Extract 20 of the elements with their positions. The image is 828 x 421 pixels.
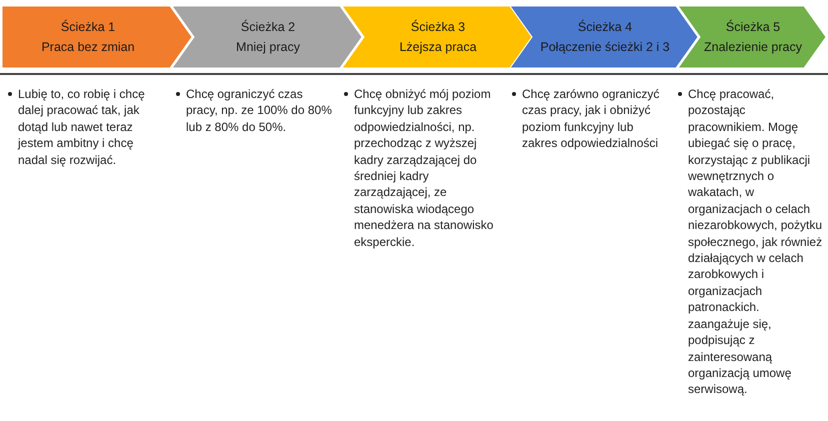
step-title: Lżejsza praca — [399, 40, 477, 54]
step-title: Ścieżka 1 — [60, 20, 116, 34]
step-title: Znalezienie pracy — [704, 40, 802, 54]
chevron-step — [678, 6, 826, 68]
bullet-text: Chcę pracować, pozostając pracownikiem. Mogę ubiegać się o pracę, korzystając z publikacji wewnętrznych o wakatach, w organizacjach o celach niezarobkowych, pożytku społecznego, jak również działających w celach zarobkowych i organizacjach patronackich. zaangażuje się, podpisując z zainteresowaną organizacją umowę serwisową. — [688, 86, 824, 398]
step-title: Ścieżka 3 — [410, 20, 466, 34]
chevron-step — [510, 6, 698, 68]
bullet-text: Chcę ograniczyć czas pracy, np. ze 100% do 80% lub z 80% do 50%. — [186, 86, 332, 136]
bullet-text: Lubię to, co robię i chcę dalej pracować tak, jak dotąd lub nawet teraz jestem ambitny i chcę nadal się rozwijać. — [18, 86, 146, 168]
step-title: Ścieżka 2 — [240, 20, 296, 34]
bullet-text: Chcę obniżyć mój poziom funkcyjny lub zakres odpowiedzialności, np. przechodząc z wyższej kadry zarządzającej do średniej kadry zarządzającej, ze stanowiska wiodącego menedżera na stanowisko eksperckie. — [354, 86, 494, 250]
step-title: Połączenie ścieżki 2 i 3 — [540, 40, 670, 54]
chevron-step — [172, 6, 362, 68]
chevron-step — [342, 6, 532, 68]
step-title: Praca bez zmian — [41, 40, 135, 54]
bullet-text: Chcę zarówno ograniczyć czas pracy, jak i obniżyć poziom funkcyjny lub zakres odpowiedzialności — [522, 86, 660, 152]
step-title: Ścieżka 4 — [578, 20, 632, 34]
chevron-step — [2, 6, 192, 68]
step-title: Ścieżka 5 — [726, 20, 780, 34]
step-title: Mniej pracy — [236, 40, 300, 54]
